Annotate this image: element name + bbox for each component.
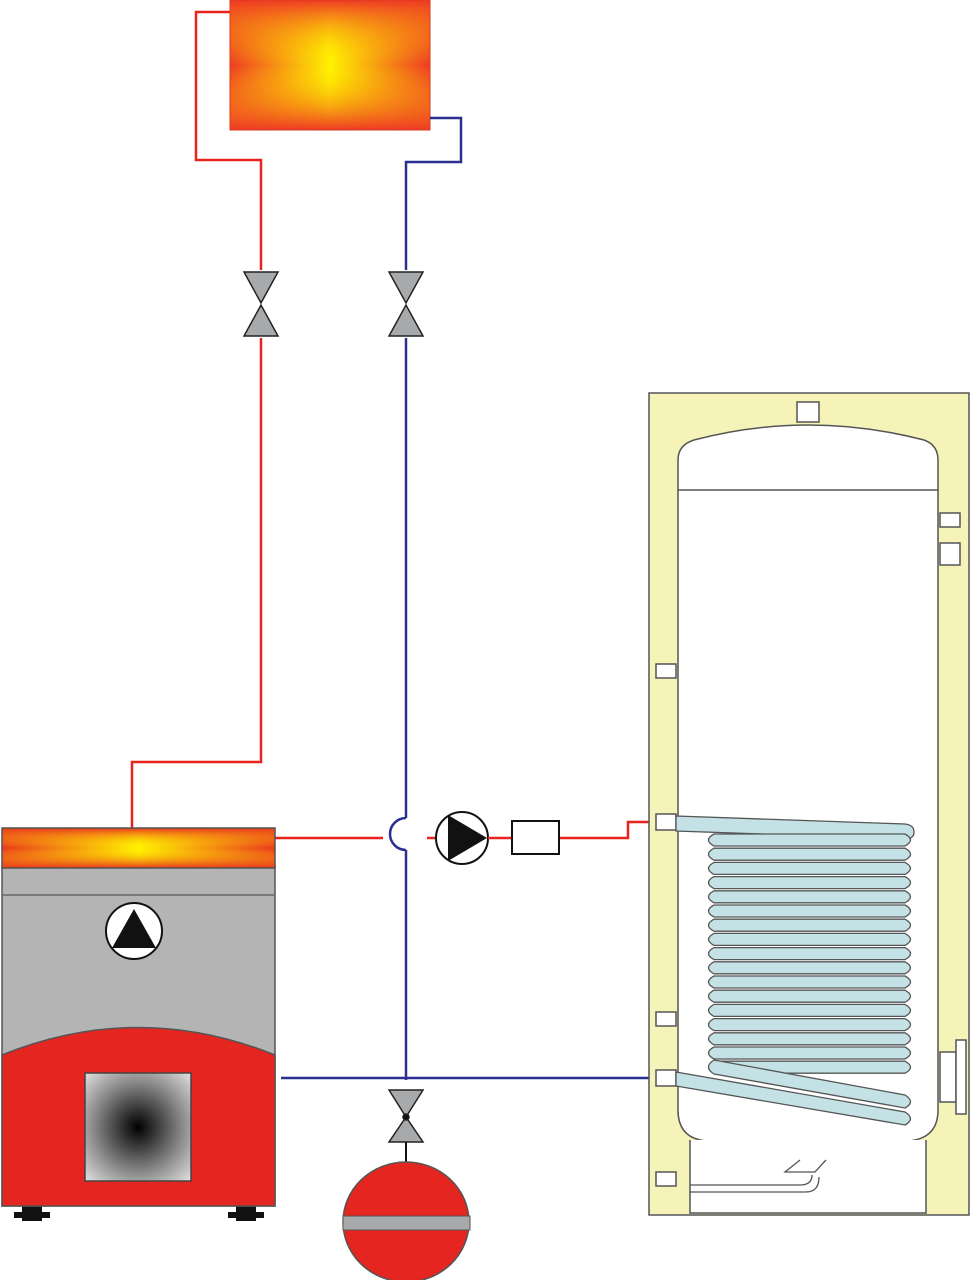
coil-turn bbox=[707, 1032, 912, 1046]
coil-turn bbox=[707, 904, 912, 918]
coil-turn bbox=[707, 975, 912, 989]
coil-turn bbox=[707, 1059, 912, 1109]
circulation-pump bbox=[435, 811, 489, 865]
coil-turn bbox=[707, 961, 912, 975]
return-pipes bbox=[281, 116, 660, 1080]
coil-turn bbox=[707, 918, 912, 932]
coil-turn bbox=[707, 833, 912, 847]
return-valve bbox=[387, 271, 425, 337]
coil-turn bbox=[707, 875, 912, 890]
coil-turn bbox=[707, 847, 912, 861]
coil-turn bbox=[707, 946, 912, 961]
coil-turn bbox=[707, 1017, 912, 1032]
supply-pipes bbox=[130, 10, 660, 840]
boiler bbox=[1, 827, 276, 1221]
coil-turn bbox=[707, 1046, 912, 1060]
coil-outlet-pipe bbox=[675, 1071, 912, 1126]
control-box bbox=[511, 820, 560, 855]
coil-turn bbox=[707, 890, 912, 904]
expansion-valve bbox=[387, 1089, 425, 1143]
heat-exchanger-coil bbox=[675, 815, 915, 1126]
boiler-pump bbox=[105, 902, 163, 960]
coil-turn bbox=[707, 989, 912, 1003]
supply-valve bbox=[242, 271, 280, 337]
hot-water-storage-tank bbox=[648, 392, 970, 1216]
coil-turn bbox=[707, 861, 912, 876]
expansion-vessel bbox=[342, 1161, 471, 1280]
coil-turn bbox=[707, 932, 912, 947]
coil-turn bbox=[707, 1003, 912, 1018]
radiator bbox=[229, 0, 431, 131]
